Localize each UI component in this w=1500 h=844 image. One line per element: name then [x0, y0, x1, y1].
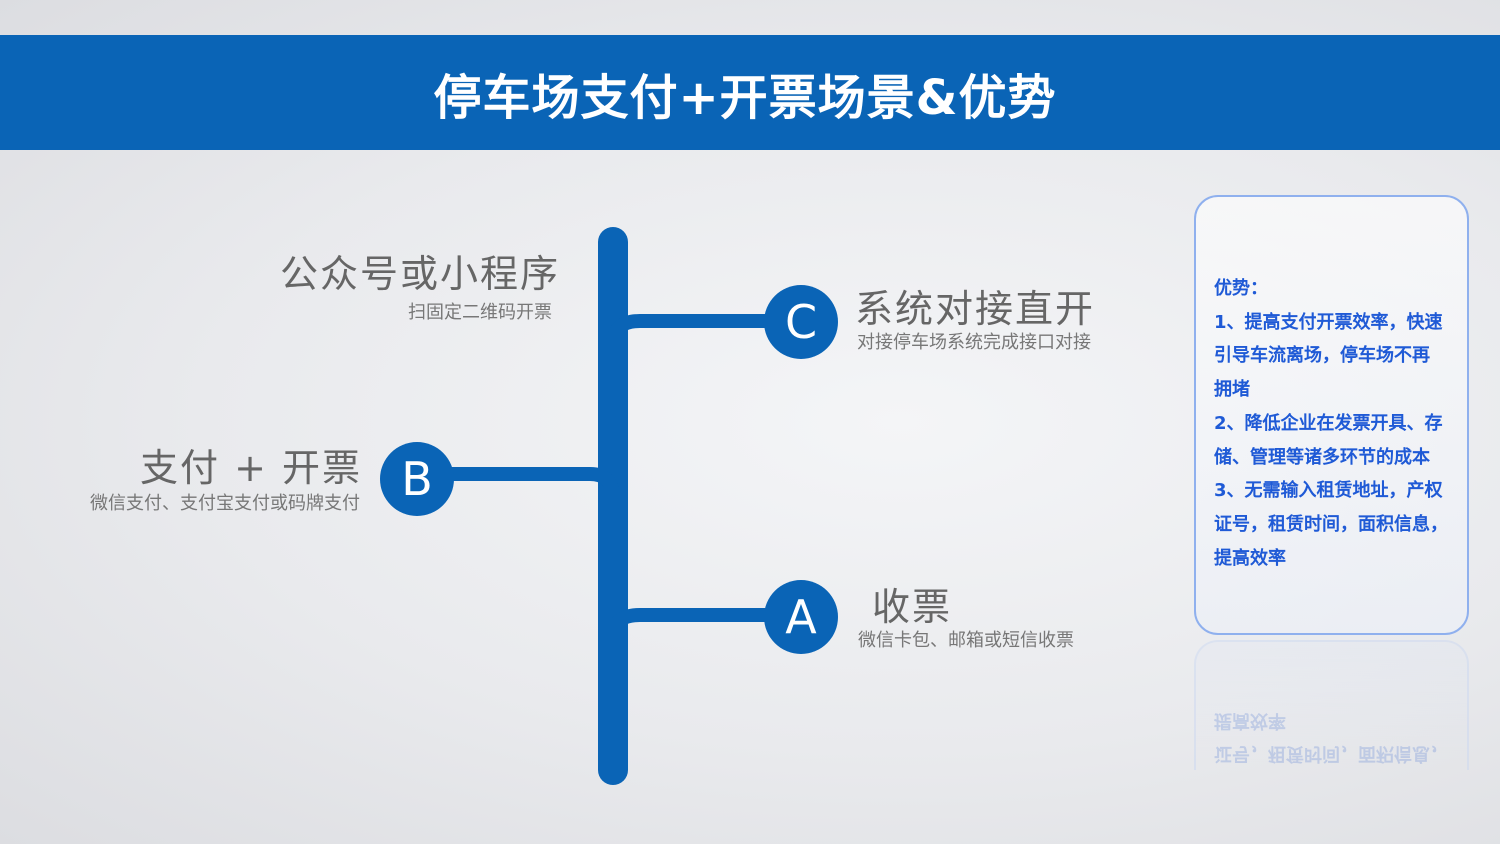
advantages-line: 1、提高支付开票效率，快速: [1214, 311, 1443, 333]
advantages-line: 储、管理等诸多环节的成本: [1214, 446, 1430, 468]
advantages-line: 3、无需输入租赁地址，产权: [1214, 480, 1443, 502]
node-a-badge: A: [764, 580, 838, 654]
node-b-badge: B: [380, 442, 454, 516]
title-banner: 停车场支付+开票场景&优势: [0, 35, 1500, 150]
node-top-left-title: 公众号或小程序: [279, 252, 560, 296]
node-a-title: 收票: [872, 585, 953, 629]
advantages-line: 2、降低企业在发票开具、存: [1214, 412, 1443, 434]
node-b-subtitle: 微信支付、支付宝支付或码牌支付: [90, 493, 360, 514]
reflection-line: 提高效率: [1214, 710, 1286, 731]
advantages-line: 提高效率: [1214, 547, 1286, 569]
node-top-left-subtitle: 扫固定二维码开票: [408, 302, 552, 323]
card-reflection: 证号，租赁时间，面积信息， 提高效率: [1194, 640, 1469, 770]
branch-a: [606, 608, 790, 638]
node-b-title: 支付 + 开票: [140, 446, 362, 490]
page-title: 停车场支付+开票场景&优势: [433, 69, 1057, 126]
node-a-subtitle: 微信卡包、邮箱或短信收票: [858, 630, 1074, 651]
advantages-line: 引导车流离场，停车场不再: [1214, 345, 1430, 367]
reflection-text: 证号，租赁时间，面积信息， 提高效率: [1214, 704, 1448, 770]
branch-c: [606, 314, 790, 346]
branch-b: [440, 467, 620, 499]
node-c-badge: C: [764, 285, 838, 359]
node-c-subtitle: 对接停车场系统完成接口对接: [857, 332, 1091, 353]
advantages-line: 拥堵: [1214, 379, 1250, 401]
advantages-text: 优势： 1、提高支付开票效率，快速 引导车流离场，停车场不再 拥堵 2、降低企业…: [1214, 272, 1459, 575]
advantages-card: 优势： 1、提高支付开票效率，快速 引导车流离场，停车场不再 拥堵 2、降低企业…: [1194, 195, 1469, 635]
advantages-heading: 优势：: [1214, 278, 1268, 299]
reflection-line: 证号，租赁时间，面积信息，: [1214, 743, 1448, 764]
advantages-line: 证号，租赁时间，面积信息，: [1214, 513, 1448, 535]
node-c-title: 系统对接直开: [855, 287, 1096, 331]
